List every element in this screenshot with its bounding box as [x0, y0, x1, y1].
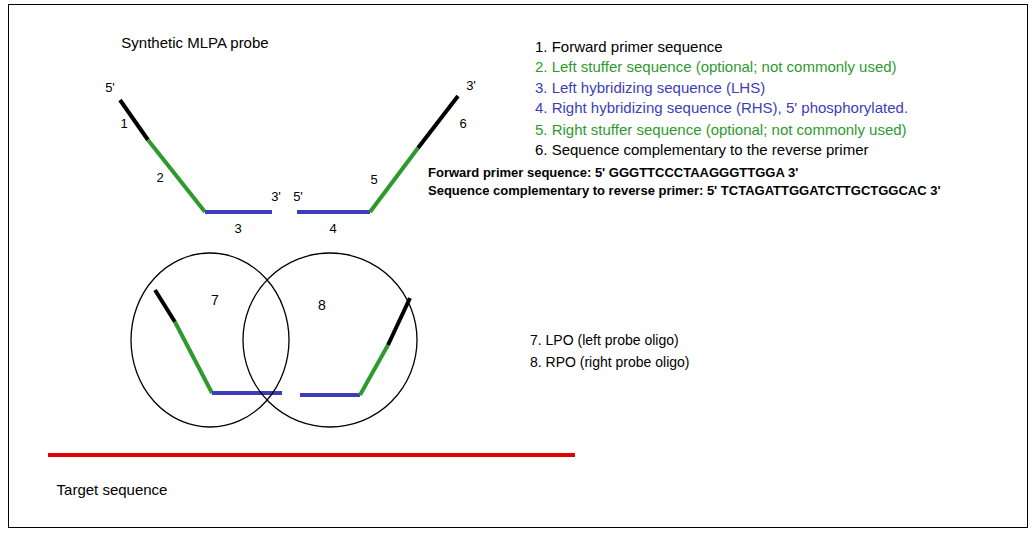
diagram-title: Synthetic MLPA probe: [121, 34, 268, 51]
callout-number: 4: [329, 222, 336, 237]
callout-number: 6: [459, 117, 466, 132]
hybridizing-segment: [205, 210, 272, 214]
target-strand: [48, 453, 575, 457]
end-label: 3': [466, 79, 476, 94]
stuffer-segment: [148, 140, 205, 212]
callout-number: 5: [370, 173, 377, 188]
end-label: 5': [293, 190, 303, 205]
hybridizing-segment: [300, 393, 360, 397]
legend-item: 2. Left stuffer sequence (optional; not …: [535, 58, 897, 75]
legend-item: 5. Right stuffer sequence (optional; not…: [535, 121, 907, 138]
legend-item: 4. Right hybridizing sequence (RHS), 5' …: [535, 99, 908, 116]
probe-oligo-ellipse: 8: [242, 252, 418, 428]
callout-number: 1: [120, 117, 127, 132]
legend-item: 3. Left hybridizing sequence (LHS): [535, 79, 765, 96]
stuffer-segment: [360, 345, 388, 395]
callout-number: 8: [318, 297, 326, 313]
probe-oligo-ellipse: 7: [130, 252, 290, 428]
primer-segment: [388, 298, 410, 345]
callout-number: 3: [234, 222, 241, 237]
sequence-note: Forward primer sequence: 5' GGGTTCCCTAAG…: [428, 166, 798, 181]
ellipse-outline: [243, 253, 417, 427]
callout-number: 7: [211, 292, 219, 308]
end-label: 5': [105, 81, 115, 96]
frame-border: [9, 5, 1028, 528]
end-label: 3': [271, 190, 281, 205]
legend-item: 8. RPO (right probe oligo): [530, 354, 690, 370]
ellipse-outline: [242, 252, 418, 428]
callout-number: 2: [156, 171, 163, 186]
primer-segment: [120, 100, 148, 140]
stuffer-segment: [175, 322, 212, 393]
stuffer-segment: [370, 148, 418, 212]
primer-segment: [418, 96, 458, 148]
hybridizing-segment: [297, 210, 370, 214]
legend-item: 6. Sequence complementary to the reverse…: [535, 141, 869, 158]
sequence-note: Sequence complementary to reverse primer…: [428, 184, 941, 199]
primer-segment: [155, 290, 175, 322]
ellipse-outline: [131, 253, 289, 427]
ellipse-outline: [130, 252, 290, 428]
legend-item: 7. LPO (left probe oligo): [530, 332, 679, 348]
legend-item: 1. Forward primer sequence: [535, 38, 723, 55]
strand-label: Target sequence: [57, 481, 168, 498]
